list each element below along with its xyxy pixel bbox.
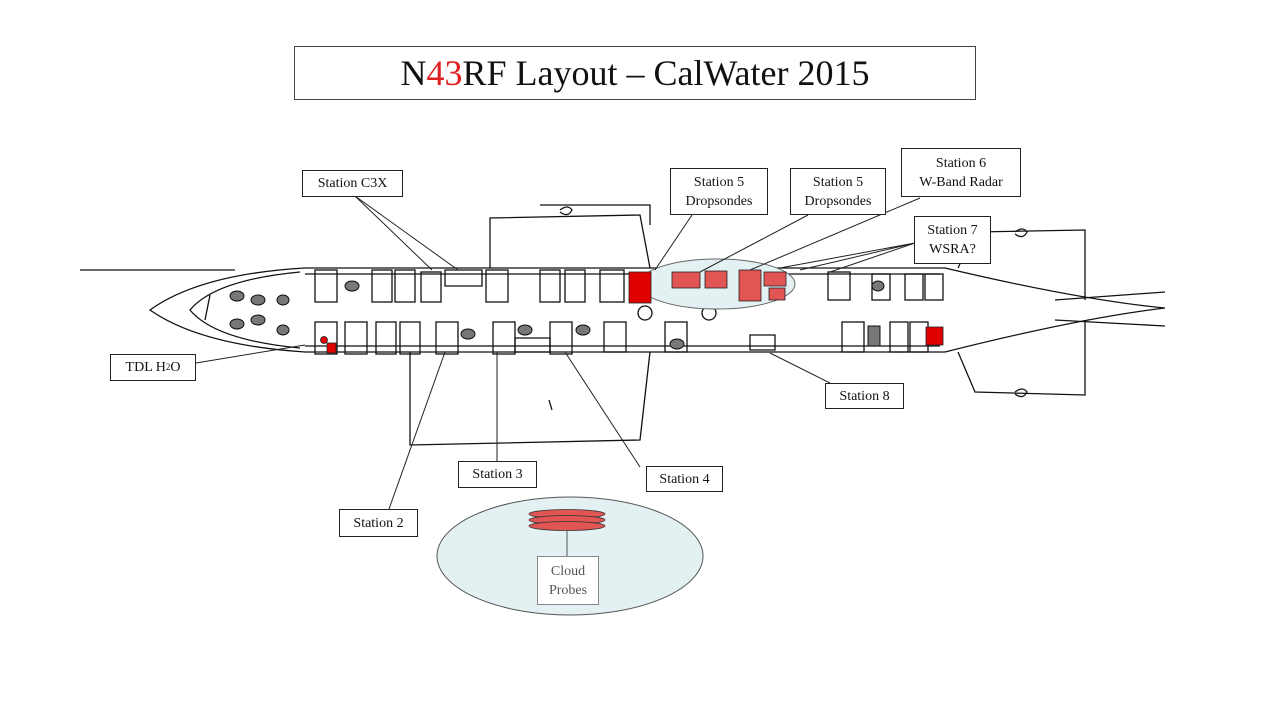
label-station-c3x: Station C3X [302,170,403,197]
bottom-hatch [514,337,551,353]
dropsonde-launcher [628,271,652,304]
tail-fin-lower [957,320,1086,396]
tail-upper-tip [1014,228,1028,238]
lower-wing-mark [548,399,553,411]
label-cloud-line1: Cloud [550,563,586,579]
label-station8: Station 8 [825,383,904,409]
top-hatch [444,269,483,287]
upper-wing-tip [559,206,573,216]
station8-instrument [925,326,944,346]
label-station5b-line2: Dropsondes [804,193,872,209]
label-station5-dropsondes-a: Station 5 Dropsondes [670,168,768,215]
label-station6-wband-radar: Station 6 W-Band Radar [901,148,1021,197]
label-station4: Station 4 [646,466,723,492]
label-station8-text: Station 8 [839,388,890,404]
label-station5a-line1: Station 5 [693,174,745,190]
label-cloud-line2: Probes [548,582,588,598]
label-station-c3x-text: Station C3X [317,176,388,191]
label-station4-text: Station 4 [659,471,710,487]
label-station6-line1: Station 6 [935,155,987,171]
label-station3: Station 3 [458,461,537,488]
label-station3-text: Station 3 [472,467,523,482]
tdl-instrument [326,342,337,354]
label-station7-line1: Station 7 [927,223,978,238]
cockpit-outline [189,271,301,349]
label-station5-dropsondes-b: Station 5 Dropsondes [790,168,886,215]
upper-wing [489,214,651,269]
nose-probe-2 [204,294,211,321]
station8-hatch [749,334,776,351]
title-accent: 43 [426,53,463,93]
upper-wing-pylon [540,204,651,225]
label-station2: Station 2 [339,509,418,537]
lower-wing [409,351,651,446]
title-prefix: N [400,53,427,93]
label-station6-line2: W-Band Radar [919,174,1003,190]
label-station5a-line2: Dropsondes [685,193,753,209]
label-tdl-sub: 2 [165,362,171,372]
tail-stabilizer [1054,291,1166,301]
label-tdl-prefix: TDL H [125,360,166,375]
label-station5b-line1: Station 5 [812,174,864,190]
cloud-probe-stack [528,509,606,531]
tail-stabilizer-2 [1054,319,1166,327]
label-station7-wsra: Station 7 WSRA? [914,216,991,264]
title-suffix: RF Layout – CalWater 2015 [462,53,870,93]
label-station2-text: Station 2 [353,515,404,531]
tail-lower-tip [1014,388,1028,398]
label-station7-line2: WSRA? [929,242,976,257]
label-tdl-mid: O [170,360,181,375]
